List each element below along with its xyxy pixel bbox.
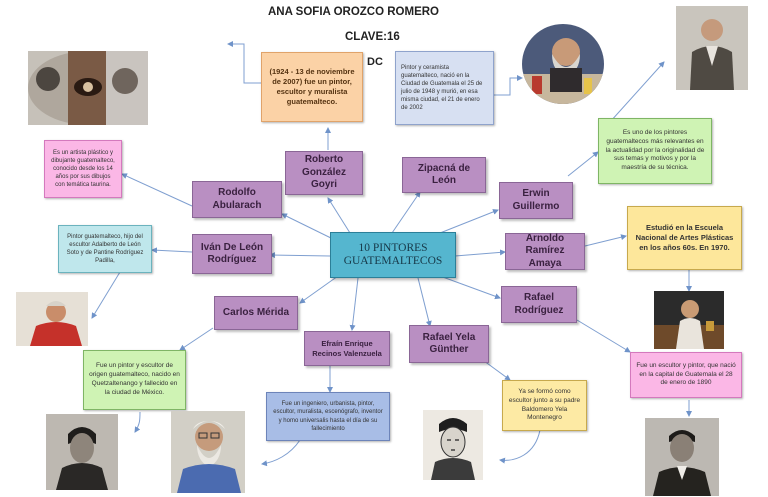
zipacna-portrait-photo [522, 24, 604, 104]
rafael-yela-portrait-sketch [423, 410, 483, 480]
efrain-portrait-photo [171, 411, 245, 493]
node-arnoldo-ramirez: Arnoldo Ramírez Amaya [505, 233, 585, 270]
clave-label: CLAVE:16 [345, 31, 400, 43]
node-efrain-recinos: Efraín Enrique Recinos Valenzuela [304, 331, 390, 366]
rafael-rodriguez-portrait-photo [645, 418, 719, 496]
central-topic: 10 PINTORES GUATEMALTECOS [330, 232, 456, 278]
rodolfo-artwork-photo [28, 51, 148, 125]
author-name: ANA SOFIA OROZCO ROMERO [268, 6, 440, 18]
note-ivan-de-leon: Pintor guatemalteco, hijo del escultor A… [58, 225, 152, 273]
note-arnoldo-ramirez: Estudió en la Escuela Nacional de Artes … [627, 206, 742, 270]
node-rafael-rodriguez: Rafael Rodríguez [501, 286, 577, 323]
section-label: DC [367, 56, 383, 68]
note-rafael-rodriguez: Fue un escultor y pintor, que nació en l… [630, 352, 742, 398]
node-zipacna-de-leon: Zipacná de León [402, 157, 486, 193]
node-ivan-de-leon: Iván De León Rodríguez [192, 234, 272, 274]
note-carlos-merida: Fue un pintor y escultor de origen guate… [83, 350, 186, 410]
central-topic-line2: GUATEMALTECOS [343, 255, 443, 267]
central-topic-line1: 10 PINTORES [358, 241, 428, 254]
note-zipacna-de-leon: Pintor y ceramista guatemalteco, nació e… [395, 51, 494, 125]
note-efrain-recinos: Fue un ingeniero, urbanista, pintor, esc… [266, 392, 390, 441]
node-rafael-yela: Rafael Yela Günther [409, 325, 489, 363]
node-roberto-gonzalez: Roberto González Goyri [285, 151, 363, 195]
node-carlos-merida: Carlos Mérida [214, 296, 298, 330]
erwin-portrait-photo [676, 6, 748, 90]
carlos-merida-portrait-photo [46, 414, 118, 490]
arnoldo-portrait-photo [654, 291, 724, 349]
note-roberto-gonzalez: (1924 - 13 de noviembre de 2007) fue un … [261, 52, 363, 122]
node-rodolfo-abularach: Rodolfo Abularach [192, 181, 282, 218]
note-erwin-guillermo: Es uno de los pintores guatemaltecos más… [598, 118, 712, 184]
note-rodolfo-abularach: Es un artista plástico y dibujante guate… [44, 140, 122, 198]
note-rafael-yela: Ya se formó como escultor junto a su pad… [502, 380, 587, 431]
node-erwin-guillermo: Erwin Guillermo [499, 182, 573, 219]
ivan-portrait-photo [16, 292, 88, 346]
